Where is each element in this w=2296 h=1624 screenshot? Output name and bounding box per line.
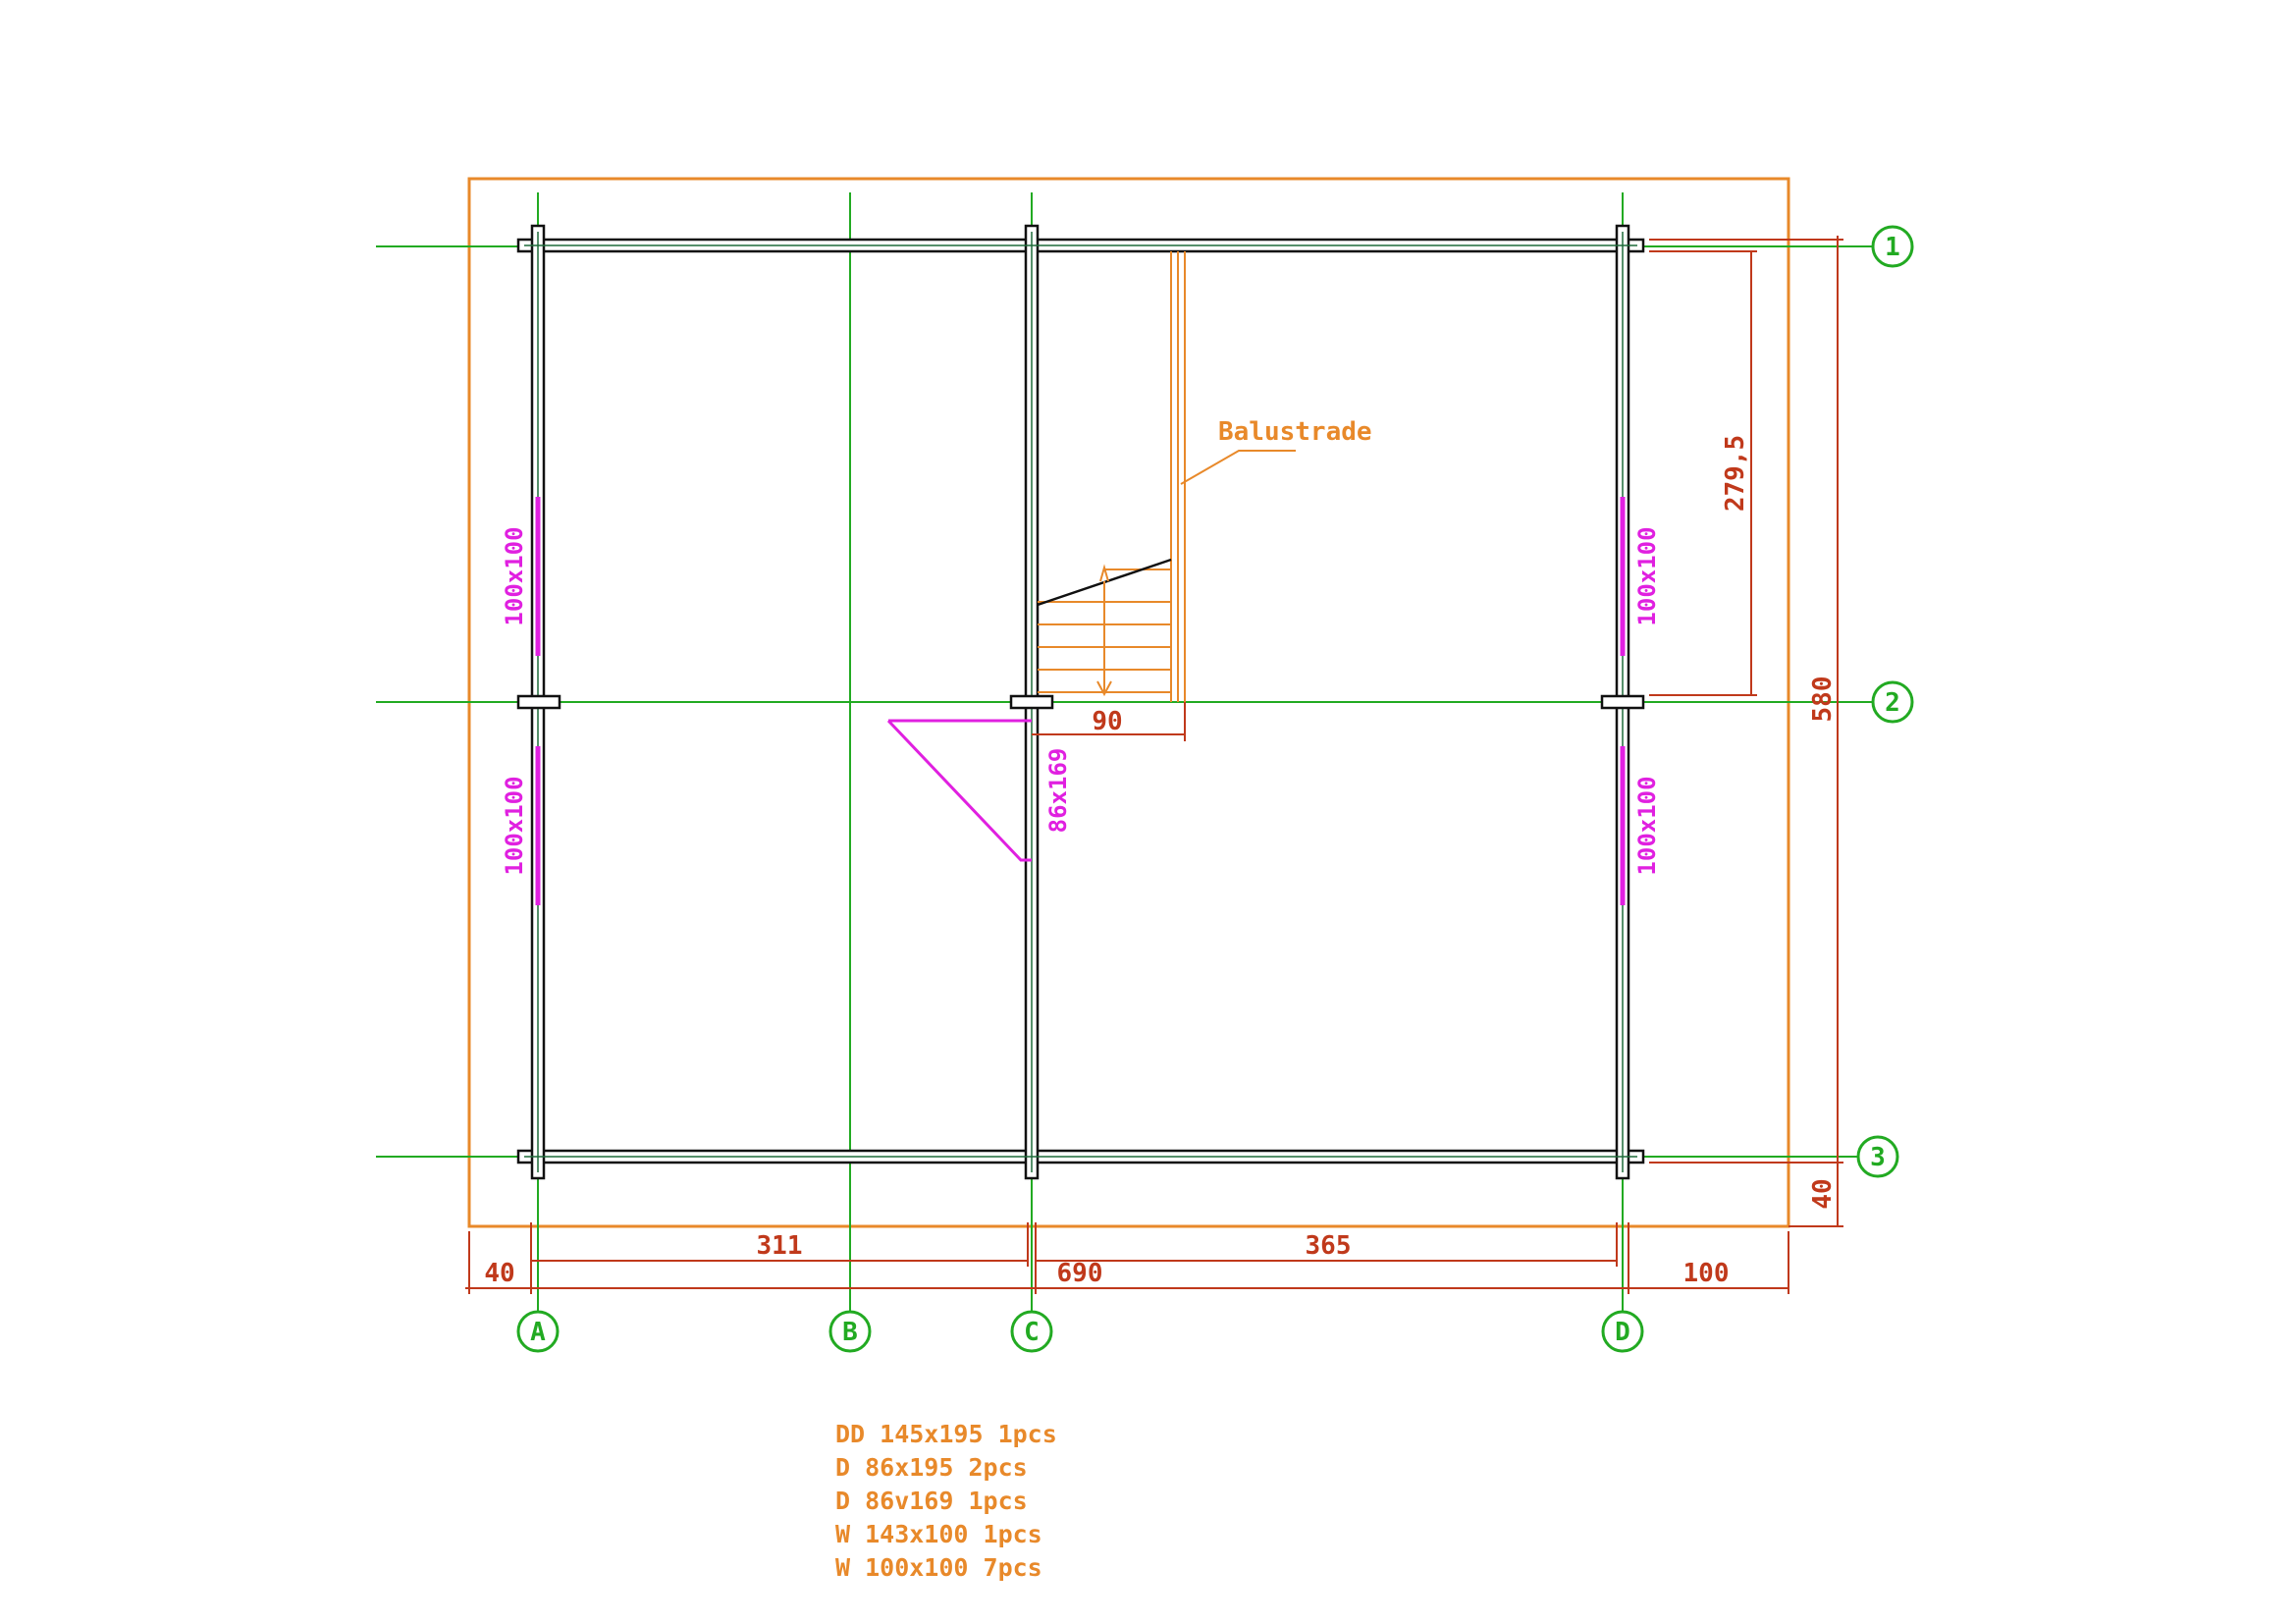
grid-bubble-row-2 — [1871, 680, 1914, 724]
balustrade-label: Balustrade — [1218, 417, 1372, 447]
grid-label-col-d: D — [1615, 1318, 1630, 1347]
grid-label-col-b: B — [842, 1318, 858, 1347]
opening-schedule: DD 145x195 1pcs D 86x195 2pcs D 86v169 1… — [835, 1420, 1057, 1582]
grid-bubble-row-3 — [1856, 1135, 1899, 1178]
bottom-dimensions — [465, 1222, 1789, 1294]
grid-label-row-2: 2 — [1885, 688, 1900, 718]
grid-bubble-row-1 — [1871, 225, 1914, 268]
dim-overall-width: 690 — [1057, 1259, 1103, 1288]
right-dimensions — [1649, 236, 1843, 1227]
grid-label-row-3: 3 — [1870, 1143, 1886, 1172]
dim-bay-279: 279,5 — [1721, 435, 1750, 512]
stair-arrow-head — [1096, 680, 1112, 697]
grid-bubble-col-b — [828, 1310, 872, 1353]
dim-right-offset: 100 — [1683, 1259, 1730, 1288]
dim-bottom-offset: 40 — [1808, 1178, 1838, 1209]
window-d-upper-label: 100x100 — [1633, 526, 1661, 625]
schedule-line-1: DD 145x195 1pcs — [835, 1420, 1057, 1448]
stair-width-label: 90 — [1092, 707, 1122, 736]
grid-label-col-c: C — [1024, 1318, 1040, 1347]
grid-bubble-col-a — [516, 1310, 560, 1353]
wall-cap-d2 — [1600, 694, 1645, 710]
schedule-line-4: W 143x100 1pcs — [835, 1520, 1042, 1548]
grid-label-col-a: A — [530, 1318, 546, 1347]
grid-bubble-col-d — [1601, 1310, 1644, 1353]
dim-bay-365: 365 — [1306, 1231, 1352, 1261]
dim-bay-311: 311 — [757, 1231, 803, 1261]
walls — [516, 224, 1645, 1180]
dim-overall-depth: 580 — [1808, 677, 1838, 723]
window-a-upper-label: 100x100 — [501, 526, 528, 625]
staircase — [1037, 251, 1296, 702]
schedule-line-5: W 100x100 7pcs — [835, 1553, 1042, 1582]
balustrade-leader — [1180, 450, 1296, 485]
door-swing — [886, 719, 1032, 862]
wall-cap-c2 — [1009, 694, 1054, 710]
window-a-lower-label: 100x100 — [501, 776, 528, 875]
schedule-line-2: D 86x195 2pcs — [835, 1453, 1028, 1482]
window-d-lower-label: 100x100 — [1633, 776, 1661, 875]
grid-label-row-1: 1 — [1885, 233, 1900, 262]
grid-bubble-col-c — [1010, 1310, 1053, 1353]
dim-bottom-left-offset: 40 — [484, 1259, 514, 1288]
stair-arrow-tail — [1099, 564, 1109, 582]
door-c-label: 86x169 — [1044, 748, 1072, 834]
wall-cap-a2 — [516, 694, 561, 710]
schedule-line-3: D 86v169 1pcs — [835, 1487, 1028, 1515]
